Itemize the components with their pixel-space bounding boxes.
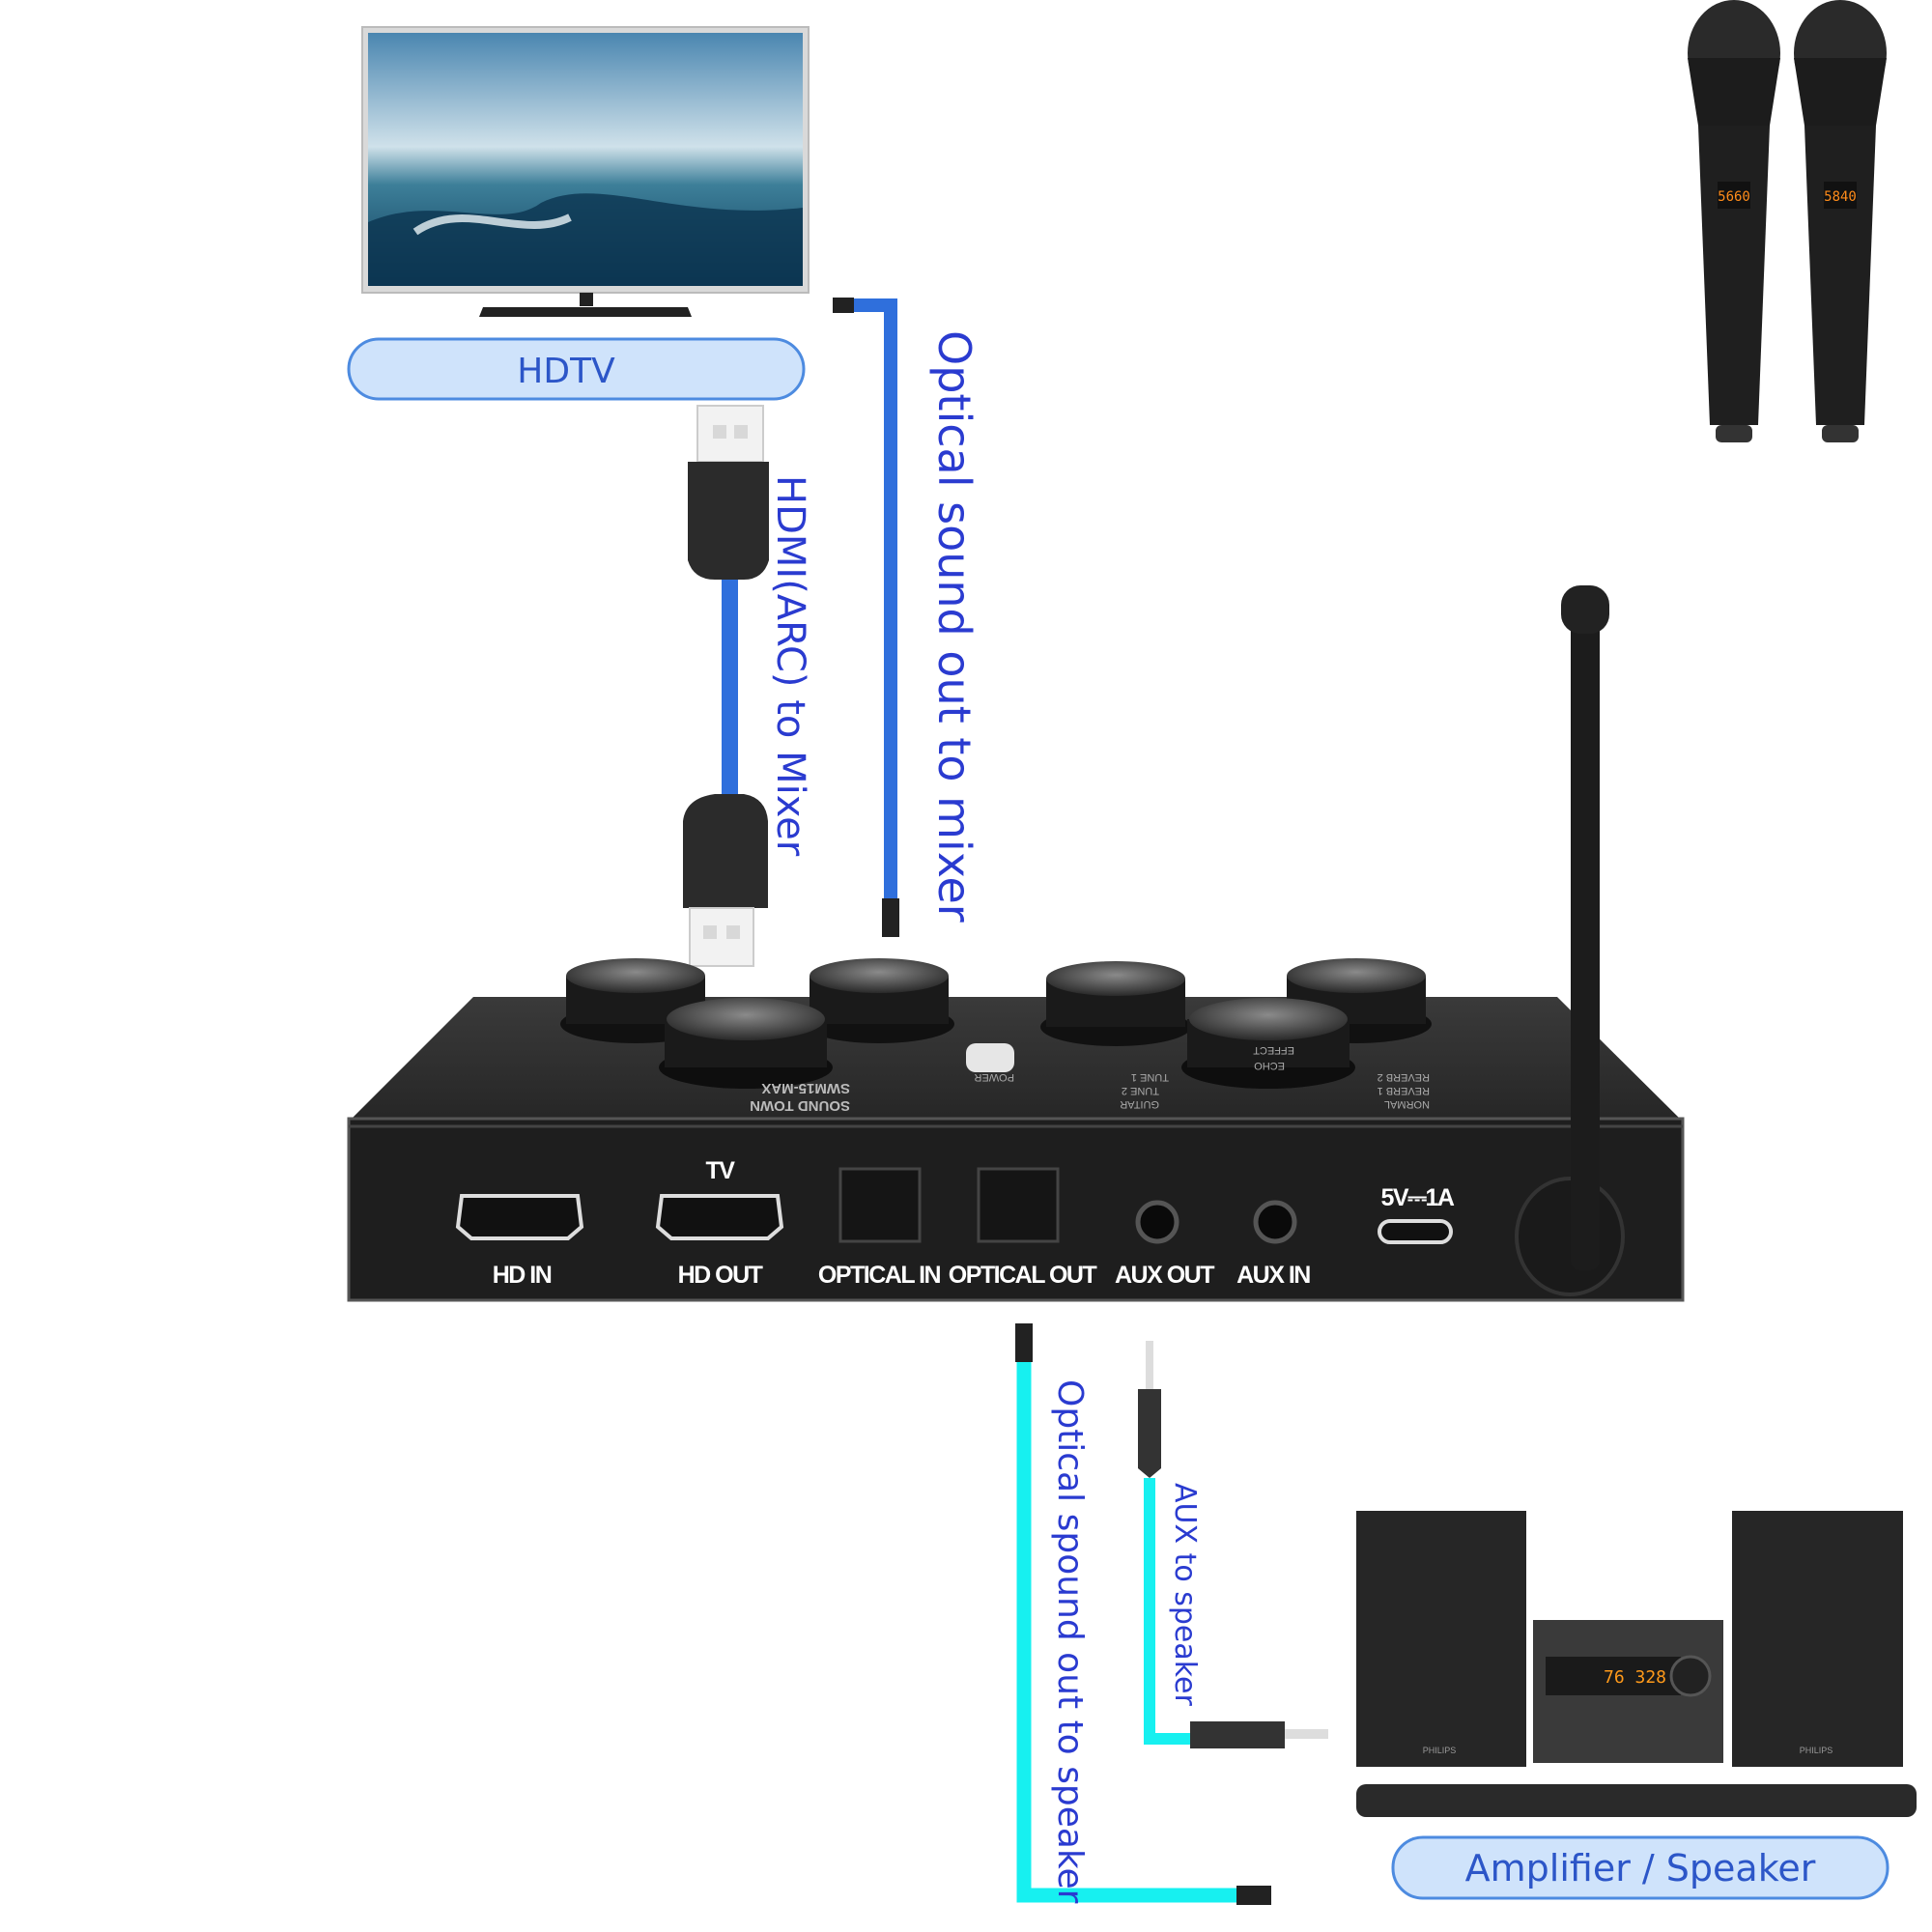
port-label-aux-in: AUX IN [1236,1262,1310,1289]
knob-5 [659,998,833,1089]
svg-text:TUNE 1: TUNE 1 [1131,1071,1169,1083]
hdmi-cable [683,405,769,967]
svg-text:PHILIPS: PHILIPS [1423,1746,1457,1755]
optical-input-cable [833,298,899,937]
optical-out-cable-label: Optical spound out to speaker [1050,1379,1090,1904]
usb-c-port[interactable] [1378,1219,1453,1244]
aux-out-port[interactable] [1135,1200,1179,1244]
aux-cable [1138,1341,1328,1748]
svg-text:GUITAR: GUITAR [1120,1098,1159,1110]
port-label-optical-out: OPTICAL OUT [949,1262,1097,1289]
hdtv [361,26,810,317]
microphone-1: 5660 [1688,0,1780,442]
optical-out-port[interactable] [977,1167,1060,1243]
aux-cable-label: AUX to speaker [1168,1483,1202,1706]
hd-in-port[interactable] [455,1194,584,1240]
optical-output-cable [1015,1323,1271,1905]
antenna [1515,585,1625,1296]
right-speaker [1732,1511,1903,1767]
amplifier-speaker-label: Amplifier / Speaker [1465,1847,1816,1889]
knob-3 [1040,961,1191,1046]
amplifier-speaker-system: PHILIPS PHILIPS 76 328 [1356,1511,1917,1817]
svg-text:EFFECT: EFFECT [1253,1044,1294,1056]
svg-text:NORMAL: NORMAL [1384,1098,1430,1110]
wireless-microphones: 5660 5840 [1688,0,1887,442]
svg-text:TUNE 2: TUNE 2 [1122,1085,1159,1096]
mixer-brand: SOUND TOWN [750,1097,850,1114]
soundbar [1356,1784,1917,1817]
hdmi-cable-label: HDMI(ARC) to Mixer [768,475,812,857]
optical-in-cable-label: Optical sound out to mixer [928,330,980,923]
aux-in-port[interactable] [1253,1200,1297,1244]
svg-text:REVERB 2: REVERB 2 [1378,1071,1430,1083]
optical-in-port[interactable] [838,1167,922,1243]
amplifier-speaker-label-pill: Amplifier / Speaker [1391,1835,1889,1900]
microphone-2: 5840 [1794,0,1887,442]
port-label-hd-in: HD IN [493,1262,552,1289]
svg-text:REVERB 1: REVERB 1 [1378,1085,1430,1096]
hd-out-port[interactable] [655,1194,784,1240]
power-spec-label: 5V⎓1A [1381,1184,1455,1211]
port-label-aux-out: AUX OUT [1115,1262,1214,1289]
svg-text:PHILIPS: PHILIPS [1800,1746,1833,1755]
power-button[interactable] [966,1043,1014,1072]
port-label-optical-in: OPTICAL IN [818,1262,941,1289]
svg-text:5840: 5840 [1824,189,1857,205]
svg-text:76 328: 76 328 [1604,1667,1666,1688]
hdtv-label-pill: HDTV [347,337,806,401]
knob-effect [1181,998,1355,1089]
svg-text:5660: 5660 [1718,189,1750,205]
left-speaker [1356,1511,1526,1767]
port-label-hd-out: HD OUT [678,1262,763,1289]
tv-stand [479,307,692,317]
tv-port-label: TV [706,1157,736,1184]
svg-text:ECHO: ECHO [1254,1060,1285,1071]
knob-2 [804,958,954,1043]
svg-text:POWER: POWER [974,1071,1014,1083]
karaoke-mixer: SOUND TOWN SWM15-MAX POWER GUITAR TUNE 2… [347,958,1685,1302]
hdtv-label: HDTV [517,352,615,391]
mixer-model: SWM15-MAX [761,1080,850,1096]
